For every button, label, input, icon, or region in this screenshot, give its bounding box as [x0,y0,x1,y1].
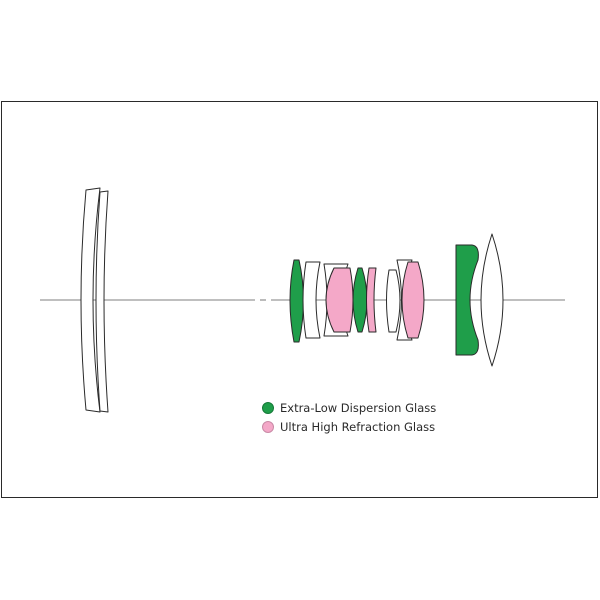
lens-element-13 [480,233,504,367]
lens-element-12 [455,244,479,356]
legend-label-uhr: Ultra High Refraction Glass [280,419,436,434]
rear-lens-group [455,233,504,367]
middle-lens-group [289,259,425,343]
legend-item-uhr: Ultra High Refraction Glass [262,417,436,436]
legend-item-ed: Extra-Low Dispersion Glass [262,398,436,417]
front-lens-group [80,187,109,413]
legend: Extra-Low Dispersion Glass Ultra High Re… [262,398,436,436]
legend-swatch-ed [262,401,274,414]
lens-element-8 [366,267,377,333]
lens-element-11 [401,261,425,339]
lens-element-9 [386,269,401,333]
legend-label-ed: Extra-Low Dispersion Glass [280,400,437,415]
lens-element-3 [289,259,304,343]
lens-element-7 [352,267,368,333]
lens-element-1 [80,187,101,413]
lens-element-2 [95,190,109,413]
lens-element-6 [325,267,354,333]
lens-element-4 [302,261,321,339]
legend-swatch-uhr [262,420,274,433]
